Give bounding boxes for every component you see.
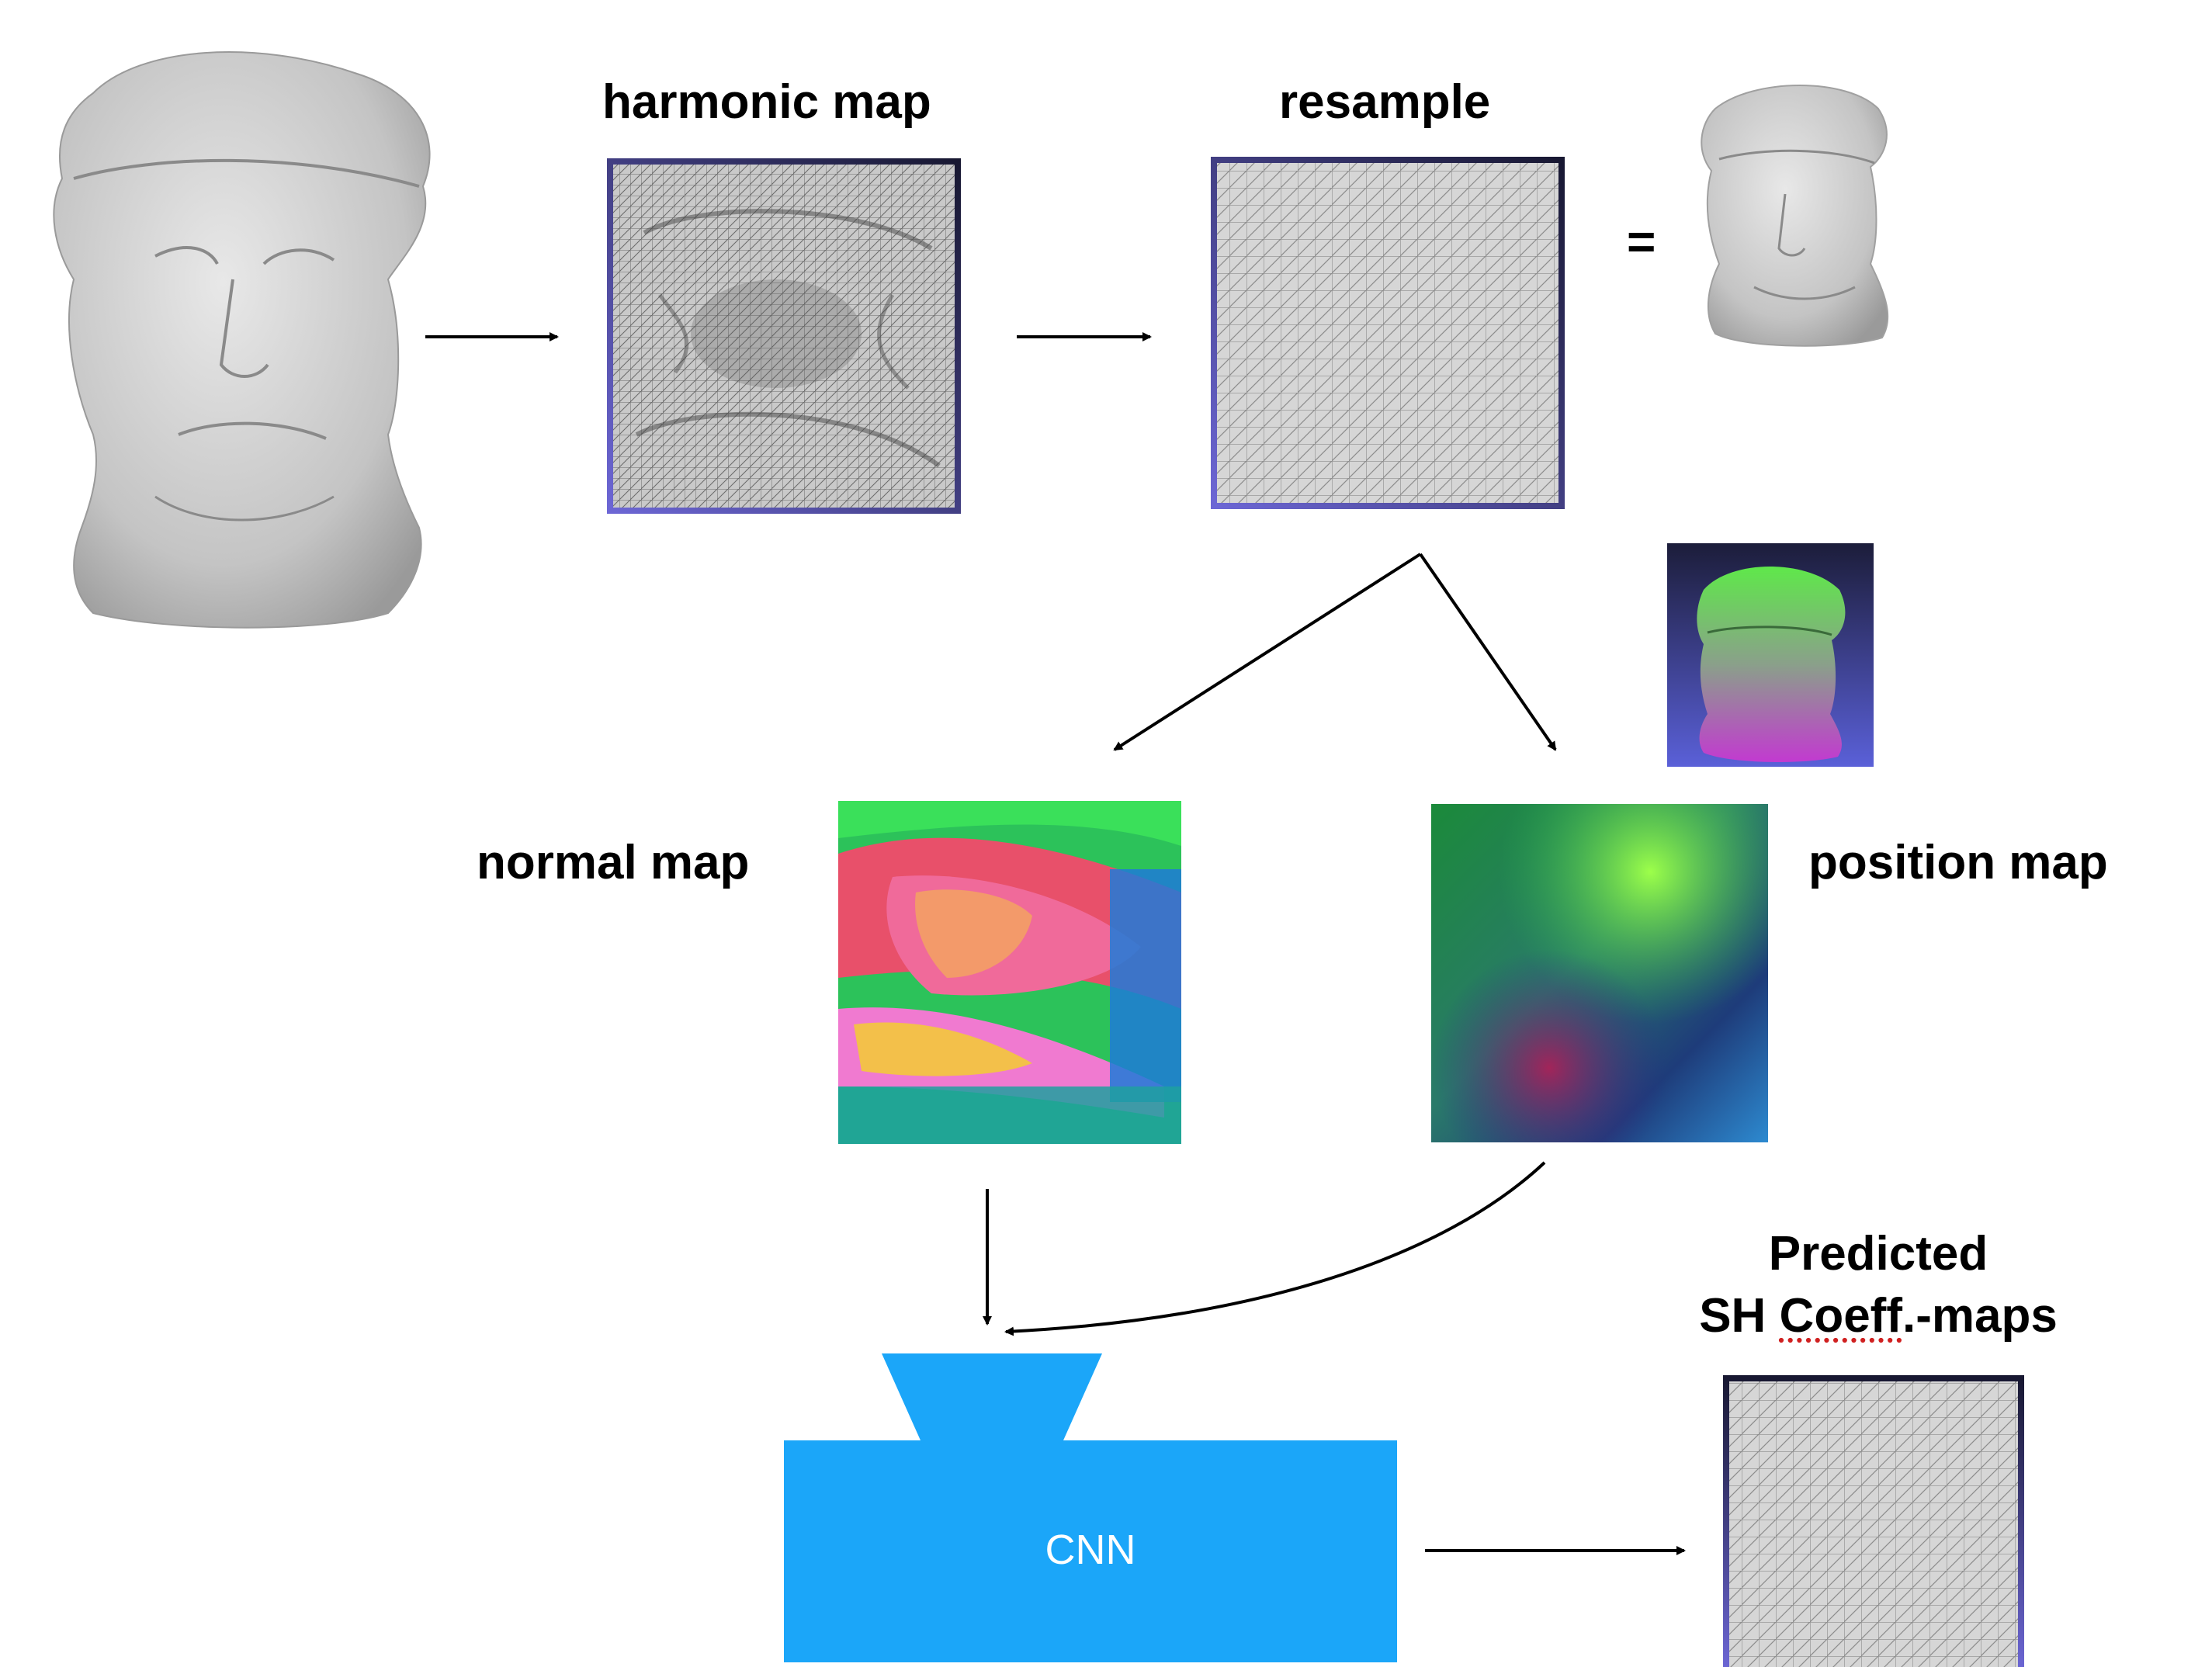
bust-mesh-small-icon <box>1701 85 1889 347</box>
harmonic-map-label: harmonic map <box>602 75 931 129</box>
position-map-panel <box>1431 804 1768 1142</box>
cnn-block <box>784 1353 1397 1662</box>
predicted-line2: SH Coeff.-maps <box>1661 1285 2096 1347</box>
harmonic-map-panel <box>607 158 961 514</box>
predicted-line2-misspelled: Coeff <box>1779 1289 1902 1343</box>
cnn-label: CNN <box>1045 1527 1136 1573</box>
predicted-line2-prefix: SH <box>1699 1289 1780 1343</box>
arrow-to-normal-map <box>1113 553 1422 751</box>
predicted-line1: Predicted <box>1768 1227 1988 1281</box>
resample-grid-panel <box>1211 157 1565 509</box>
predicted-label: Predicted SH Coeff.-maps <box>1661 1223 2096 1347</box>
normal-map-label: normal map <box>477 836 750 889</box>
predicted-line2-suffix: .-maps <box>1902 1289 2058 1343</box>
bust-colored-icon <box>1667 543 1874 767</box>
sh-coeff-map-panel <box>1723 1375 2024 1667</box>
position-map-label: position map <box>1808 836 2108 889</box>
arrow-to-position-map <box>1419 553 1557 751</box>
resample-label: resample <box>1279 75 1491 129</box>
bust-mesh-icon <box>53 51 431 629</box>
equals-sign: = <box>1627 213 1656 269</box>
normal-map-panel <box>838 801 1181 1144</box>
arrow-position-to-cnn <box>1004 1161 1546 1336</box>
